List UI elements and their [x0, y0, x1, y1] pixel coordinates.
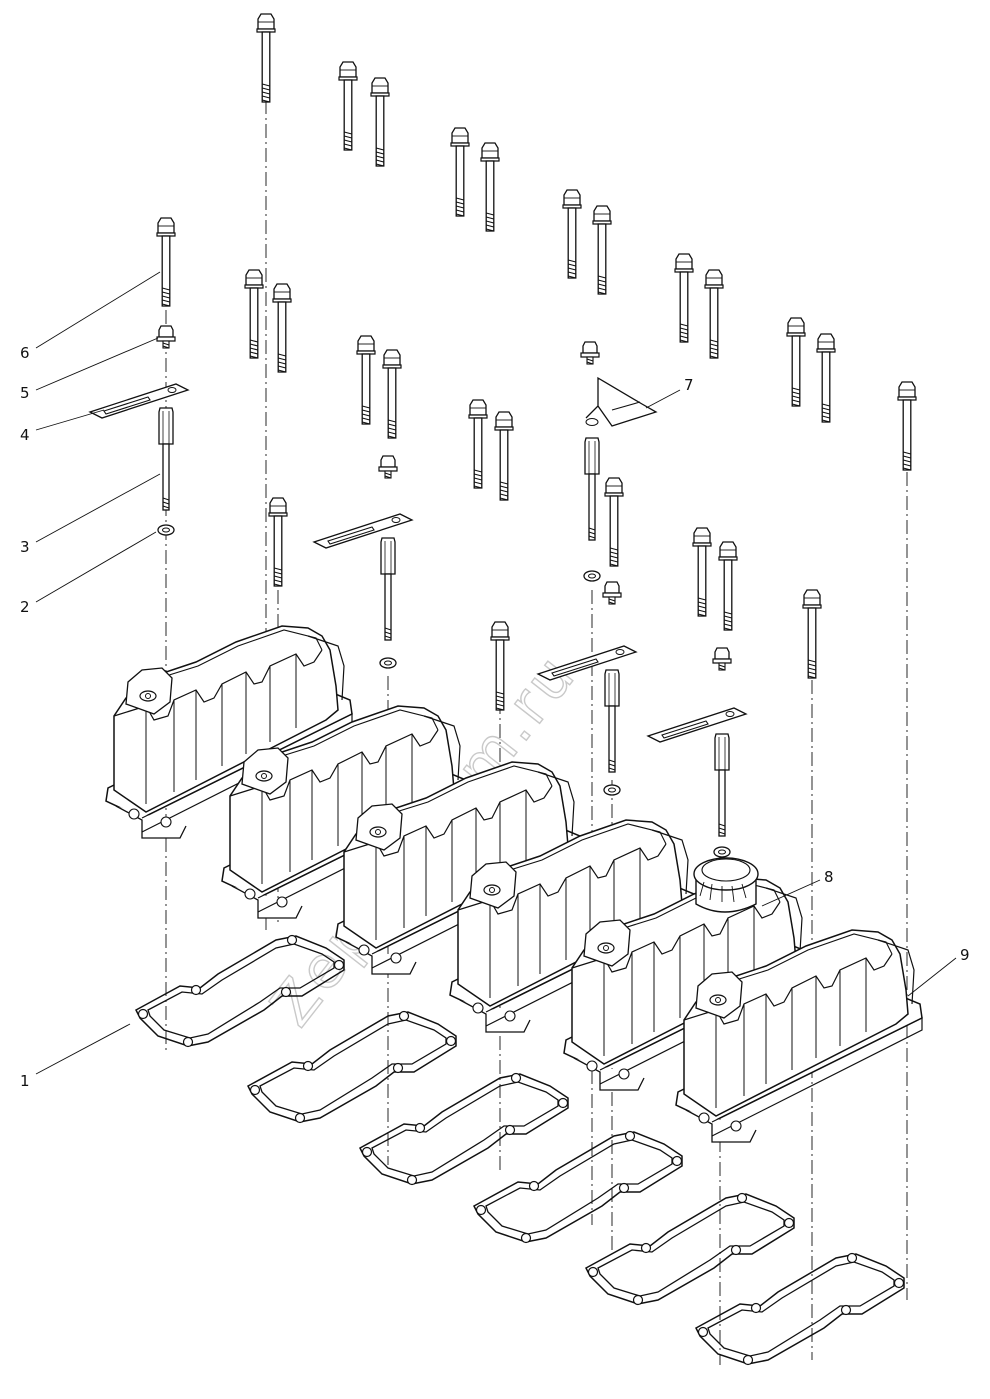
- callout-4: 4: [20, 426, 30, 444]
- callout-labels: 1 2 3 4 5 6 7 8 9: [20, 344, 970, 1090]
- bracket: [89, 376, 747, 743]
- callout-9: 9: [960, 946, 970, 964]
- callout-2: 2: [20, 598, 30, 616]
- callout-6: 6: [20, 344, 30, 362]
- filler-cap: [693, 857, 759, 913]
- callout-8: 8: [824, 868, 834, 886]
- bolt: [156, 13, 917, 711]
- callout-3: 3: [20, 538, 30, 556]
- callout-7: 7: [684, 376, 694, 394]
- callout-leaders: [35, 271, 957, 1075]
- callout-5: 5: [20, 384, 30, 402]
- callout-1: 1: [20, 1072, 30, 1090]
- flange-nut: [156, 325, 732, 671]
